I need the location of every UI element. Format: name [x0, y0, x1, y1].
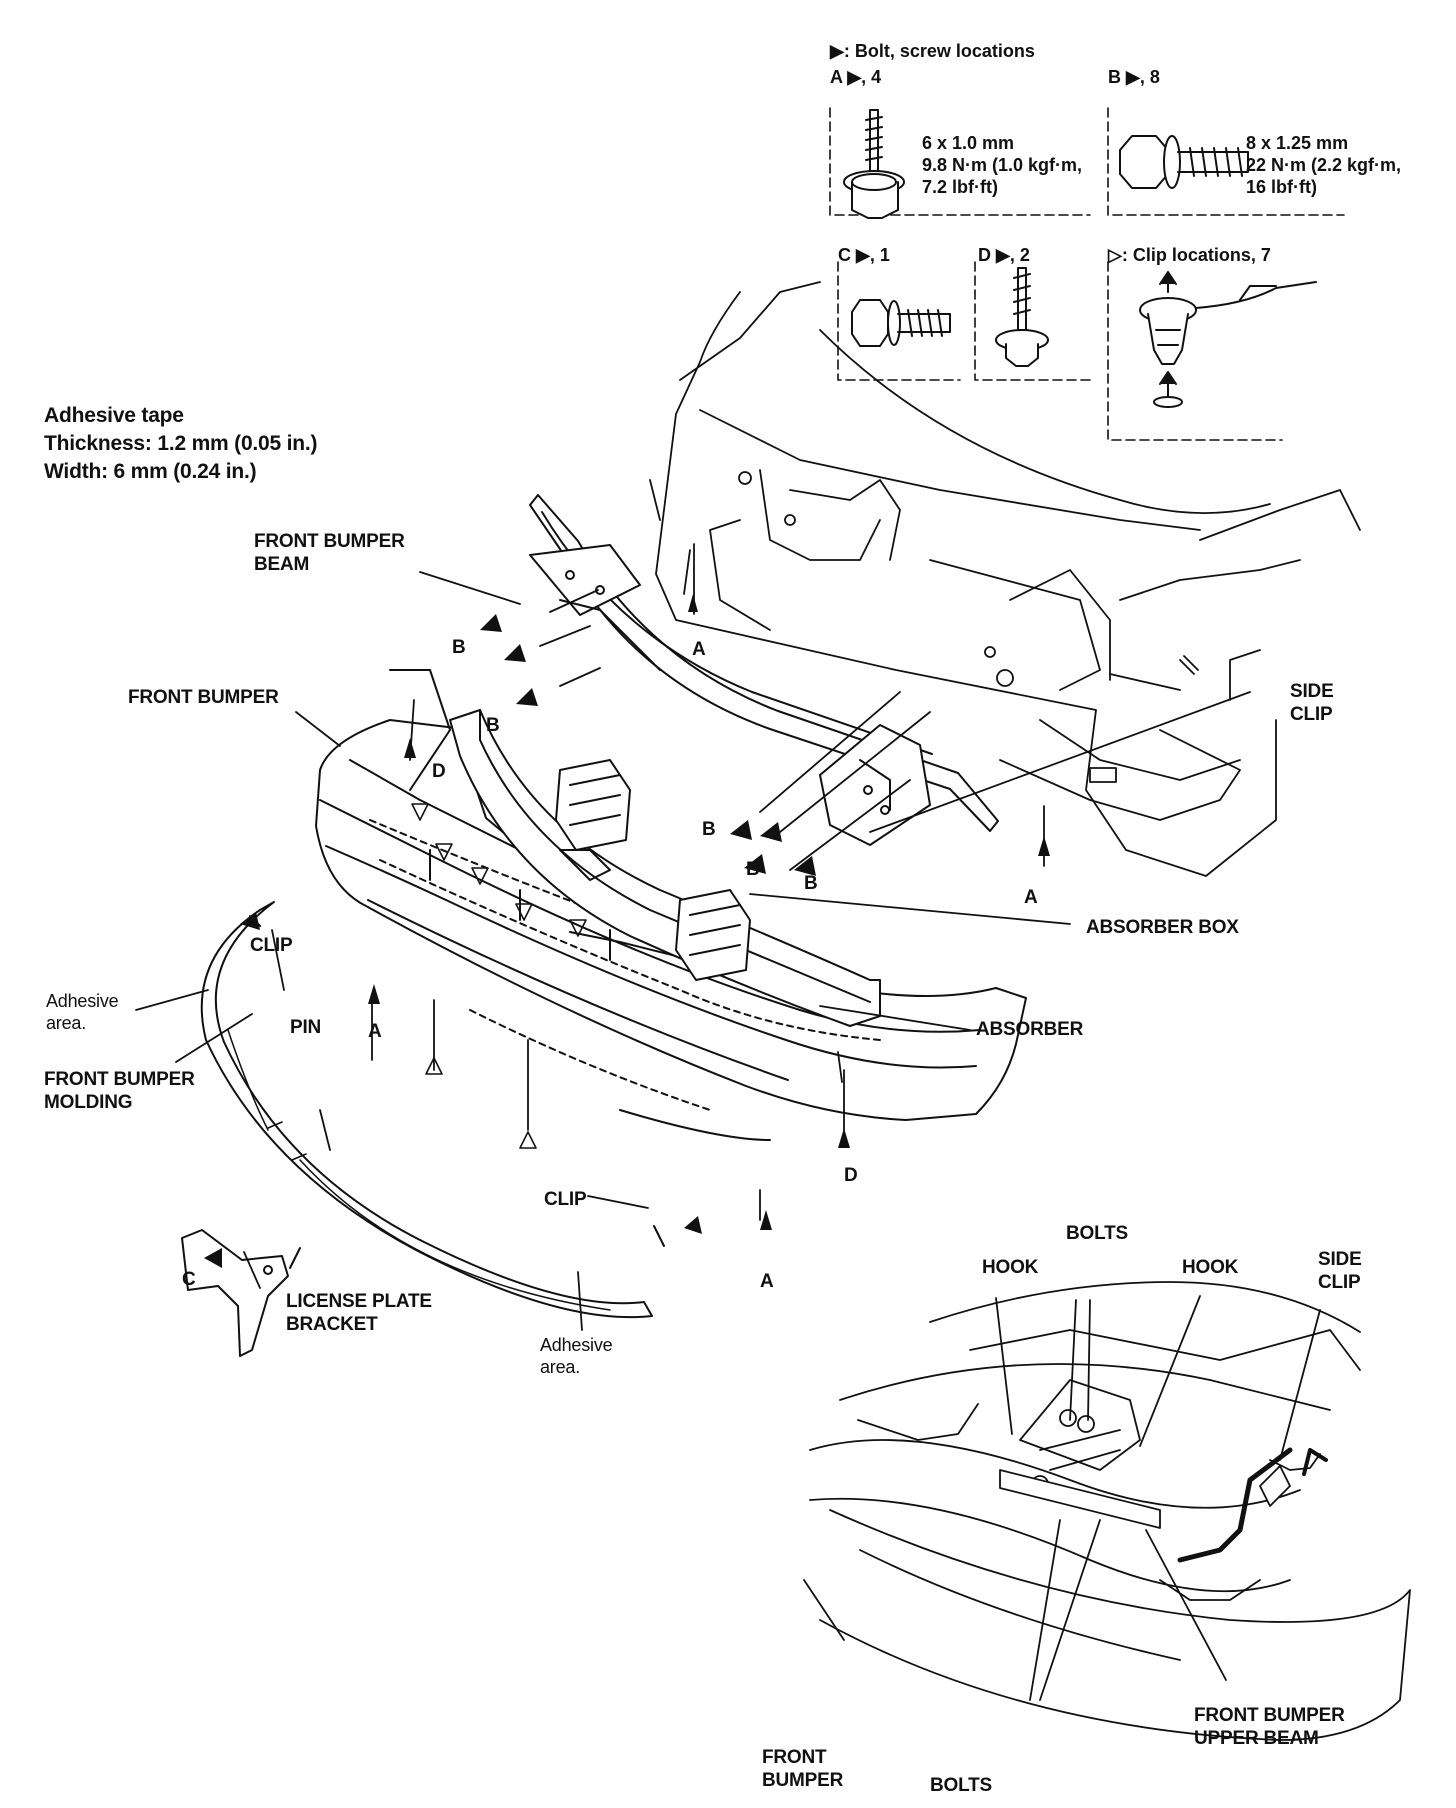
inset-label-upper-beam: FRONT BUMPER UPPER BEAM: [1194, 1705, 1345, 1749]
screw-d-icon: [995, 267, 1049, 367]
bolt-b-title: B ▶, 8: [1108, 67, 1160, 87]
absorber-box: [555, 759, 751, 981]
inset-label-front-bumper: FRONT BUMPER: [762, 1747, 844, 1791]
label-pin: PIN: [290, 1017, 322, 1038]
clip-icon: [1139, 271, 1317, 408]
inset-detail-drawing: [803, 1281, 1411, 1741]
callout-a: A: [760, 1271, 774, 1292]
clip-title: ▷: Clip locations, 7: [1108, 245, 1271, 265]
bolt-a-size: 6 x 1.0 mm: [922, 133, 1015, 153]
fastener-legend-boxes: [829, 107, 1345, 441]
bolt-c-icon: [851, 299, 951, 347]
callout-c: C: [182, 1269, 196, 1290]
clip-location-markers: [411, 803, 587, 1149]
bolt-c-title: C ▶, 1: [838, 245, 890, 265]
callout-b: B: [804, 873, 818, 894]
inset-label-hook-right: HOOK: [1182, 1257, 1239, 1278]
bolt-a-torque-imperial: 7.2 lbf·ft): [922, 177, 998, 197]
license-plate-bracket: [181, 1229, 301, 1357]
bolt-a-icon: [843, 109, 905, 219]
inset-label-hook-left: HOOK: [982, 1257, 1039, 1278]
label-adhesive-area-left: Adhesive area.: [46, 991, 119, 1033]
label-front-bumper: FRONT BUMPER: [128, 687, 279, 708]
bolt-b-torque-imperial: 16 lbf·ft): [1246, 177, 1317, 197]
label-absorber: ABSORBER: [976, 1019, 1084, 1040]
label-front-bumper-molding: FRONT BUMPER MOLDING: [44, 1069, 195, 1113]
label-adhesive-area-bottom: Adhesive area.: [540, 1335, 613, 1377]
fastener-legend-header: ▶: Bolt, screw locations: [830, 41, 1035, 61]
bolt-a-torque: 9.8 N·m (1.0 kgf·m,: [922, 155, 1083, 175]
adhesive-area-brackets: [227, 1029, 611, 1311]
bolt-a-title: A ▶, 4: [830, 67, 882, 87]
bolt-location-markers: [204, 594, 1050, 1268]
inset-label-bolts-bottom: BOLTS: [930, 1775, 992, 1796]
label-front-bumper-beam: FRONT BUMPER BEAM: [254, 531, 405, 575]
callout-d: D: [844, 1165, 858, 1186]
label-side-clip: SIDE CLIP: [1290, 681, 1334, 725]
callout-a: A: [368, 1021, 382, 1042]
callout-d: D: [432, 761, 446, 782]
bolt-b-torque: 22 N·m (2.2 kgf·m,: [1246, 155, 1402, 175]
inset-label-bolts-top: BOLTS: [1066, 1223, 1128, 1244]
screw-d-title: D ▶, 2: [978, 245, 1030, 265]
label-license-plate-bracket: LICENSE PLATE BRACKET: [286, 1291, 432, 1335]
callout-b: B: [486, 715, 500, 736]
bolt-b-icon: [1119, 135, 1249, 189]
callout-b: B: [702, 819, 716, 840]
label-absorber-box: ABSORBER BOX: [1086, 917, 1239, 938]
front-bumper-beam: [529, 494, 999, 846]
tape-note-title: Adhesive tape: [44, 404, 184, 427]
tape-note-width: Width: 6 mm (0.24 in.): [44, 460, 257, 483]
inset-label-side-clip: SIDE CLIP: [1318, 1249, 1362, 1293]
vehicle-body-outline: [649, 281, 1361, 877]
callout-a: A: [1024, 887, 1038, 908]
callout-b: B: [452, 637, 466, 658]
callout-a: A: [692, 639, 706, 660]
label-clip-upper: CLIP: [250, 935, 293, 956]
callout-b: B: [746, 859, 760, 880]
label-clip-lower: CLIP: [544, 1189, 587, 1210]
bolt-b-size: 8 x 1.25 mm: [1246, 133, 1349, 153]
tape-note-thickness: Thickness: 1.2 mm (0.05 in.): [44, 432, 318, 455]
